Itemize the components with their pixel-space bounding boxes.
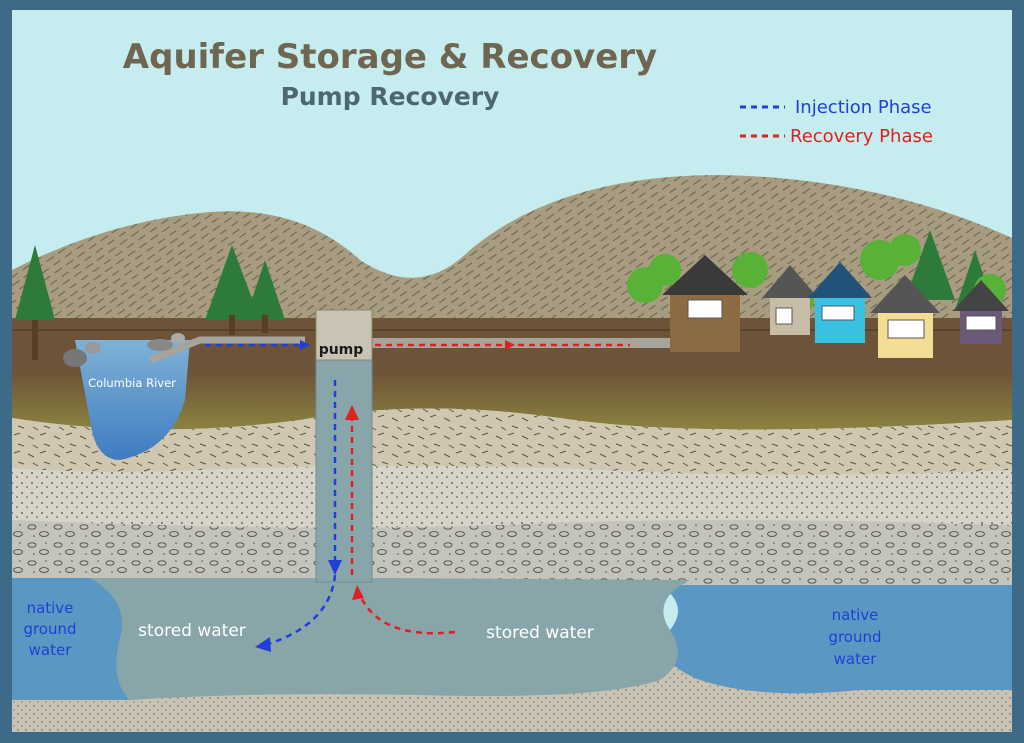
pump-house	[315, 309, 373, 361]
native-water-left-line1: native	[27, 599, 74, 617]
pump-label: pump	[319, 342, 364, 358]
river	[75, 340, 190, 460]
legend-injection-label: Injection Phase	[795, 97, 932, 118]
stored-water-right-label: stored water	[486, 623, 594, 643]
native-water-right-line2: ground	[828, 628, 881, 646]
rock-icon	[63, 333, 185, 367]
native-water-right	[660, 585, 1012, 694]
native-water-right-line1: native	[832, 606, 879, 624]
injection-arrows	[205, 343, 337, 647]
native-water-left-line3: water	[29, 641, 73, 659]
house-icon	[662, 255, 1009, 358]
stored-water-left-label: stored water	[138, 621, 246, 641]
sediment-layer	[12, 408, 1012, 475]
well-shaft	[315, 349, 373, 583]
distribution-pipe	[365, 338, 670, 348]
sand-layer	[12, 466, 1012, 528]
gravel-layer	[12, 520, 1012, 590]
native-water-left	[12, 578, 130, 700]
river-label: Columbia River	[88, 376, 176, 390]
page-subtitle: Pump Recovery	[281, 82, 500, 111]
recovery-arrows	[350, 343, 630, 635]
intake-pipe	[148, 336, 305, 364]
page-title: Aquifer Storage & Recovery	[123, 37, 657, 77]
subsoil-layer	[12, 372, 1012, 430]
stored-water	[90, 578, 690, 700]
native-water-left-line2: ground	[23, 620, 76, 638]
legend-recovery-label: Recovery Phase	[790, 126, 933, 147]
native-water-right-line3: water	[834, 650, 878, 668]
